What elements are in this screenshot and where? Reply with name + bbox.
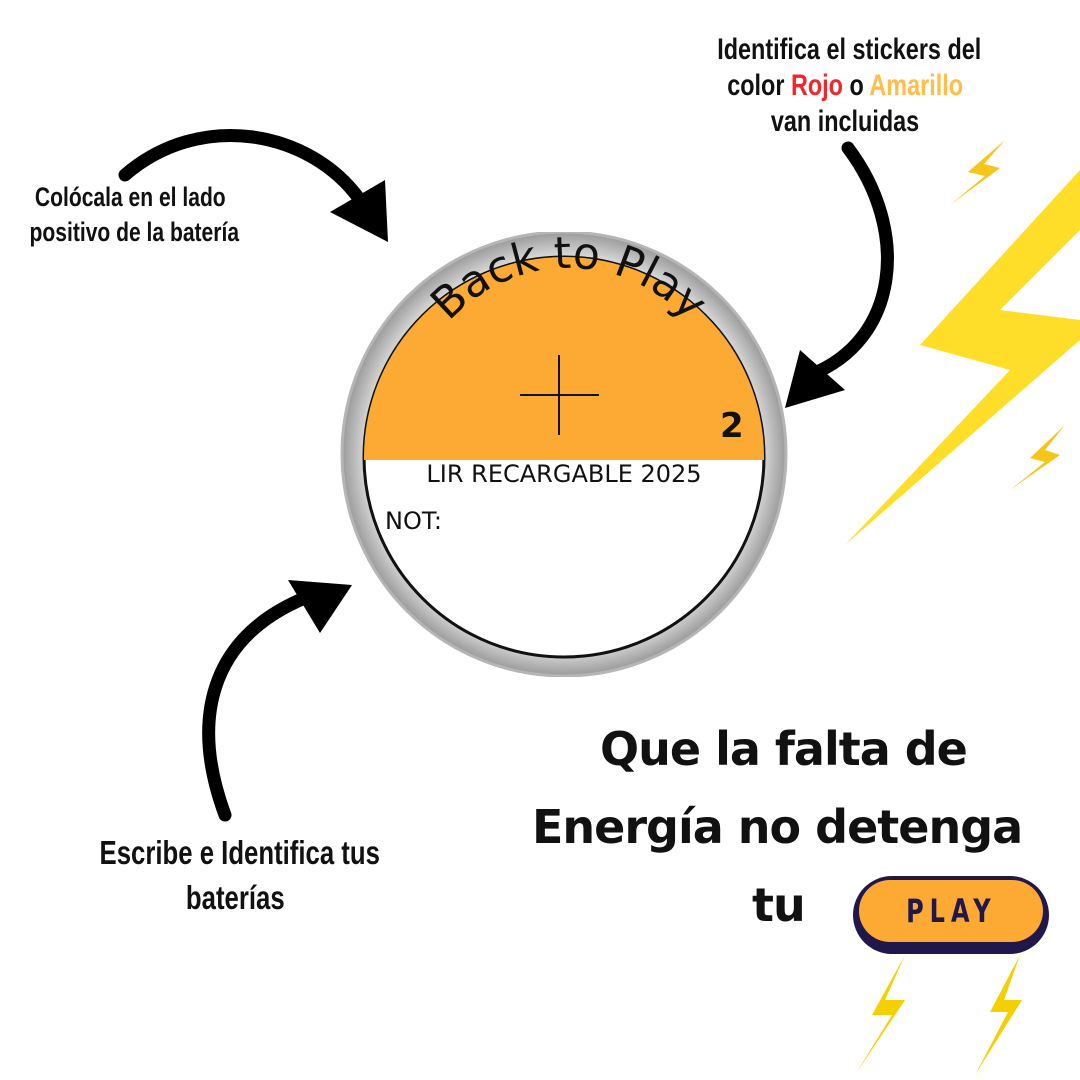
note-top-right: Identifica el stickers del color Rojo o …	[680, 32, 1010, 140]
note-label: NOT:	[385, 507, 442, 535]
play-button-face[interactable]: PLAY	[859, 880, 1043, 942]
lightning-icon	[845, 170, 1080, 545]
lightning-icon	[950, 140, 1005, 205]
text: color	[727, 69, 791, 102]
note-line: van incluidas	[770, 105, 920, 138]
note-line: color Rojo o Amarillo	[727, 68, 963, 104]
note-top-left: Colócala en el lado positivo de la bater…	[0, 180, 260, 250]
yellow-word: Amarillo	[869, 69, 963, 102]
plus-icon	[520, 355, 599, 435]
note-line: Identifica el stickers del	[717, 33, 982, 66]
battery-number: 2	[720, 406, 744, 446]
lightning-icon	[975, 955, 1022, 1075]
lightning-icon	[855, 955, 905, 1075]
note-line: positivo de la batería	[29, 217, 240, 247]
note-bottom-left: Escribe e Identifica tus baterías	[60, 830, 410, 920]
text: o	[842, 69, 870, 102]
note-line: baterías	[185, 879, 285, 916]
play-label: PLAY	[905, 892, 997, 930]
red-word: Rojo	[790, 69, 843, 102]
note-line: Escribe e Identifica tus	[99, 834, 380, 871]
battery-label: LIR RECARGABLE 2025	[426, 460, 702, 488]
play-button[interactable]: PLAY	[853, 876, 1049, 954]
tagline-line3: tu	[752, 878, 806, 932]
lightning-icon	[1010, 425, 1065, 490]
battery-sticker: Back to Play	[340, 232, 788, 677]
tagline-line2: Energía no detenga	[532, 800, 1023, 854]
arrow-icon	[202, 580, 352, 822]
note-line: Colócala en el lado	[34, 182, 226, 212]
arrow-icon	[785, 141, 894, 408]
arrow-icon	[118, 129, 388, 242]
tagline-line1: Que la falta de	[600, 722, 968, 776]
